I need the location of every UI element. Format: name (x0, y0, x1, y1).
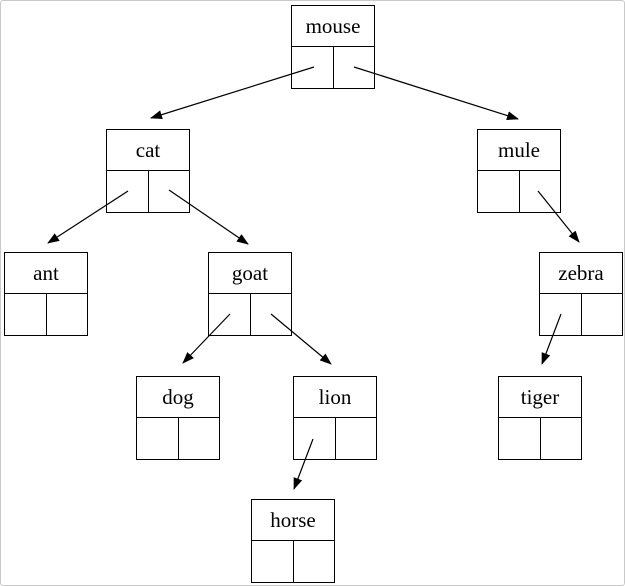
pointer-cell-right (47, 294, 88, 335)
tree-node-cat: cat (106, 129, 190, 213)
pointer-cell-right (520, 171, 561, 212)
pointer-cell-left (294, 418, 336, 459)
pointer-cell-left (209, 294, 251, 335)
node-label: mule (477, 129, 561, 171)
pointer-cell-left (5, 294, 47, 335)
pointer-cells (4, 294, 88, 336)
node-label: cat (106, 129, 190, 171)
pointer-cell-left (540, 294, 582, 335)
pointer-cell-right (294, 541, 335, 582)
pointer-cells (251, 541, 335, 583)
tree-node-lion: lion (293, 376, 377, 460)
pointer-cell-right (179, 418, 220, 459)
tree-node-zebra: zebra (539, 252, 623, 336)
pointer-cell-right (541, 418, 582, 459)
pointer-cell-left (137, 418, 179, 459)
node-label: dog (136, 376, 220, 418)
tree-node-tiger: tiger (498, 376, 582, 460)
pointer-cells (498, 418, 582, 460)
tree-node-horse: horse (251, 499, 335, 583)
pointer-cells (208, 294, 292, 336)
node-label: zebra (539, 252, 623, 294)
node-label: horse (251, 499, 335, 541)
tree-node-mule: mule (477, 129, 561, 213)
node-label: lion (293, 376, 377, 418)
node-label: tiger (498, 376, 582, 418)
pointer-cell-left (107, 171, 149, 212)
pointer-cell-right (149, 171, 190, 212)
pointer-cell-left (478, 171, 520, 212)
pointer-cells (477, 171, 561, 213)
node-label: goat (208, 252, 292, 294)
pointer-cell-left (252, 541, 294, 582)
tree-node-mouse: mouse (291, 5, 375, 89)
pointer-cell-right (334, 47, 375, 88)
pointer-cell-right (336, 418, 377, 459)
tree-node-ant: ant (4, 252, 88, 336)
pointer-cells (136, 418, 220, 460)
node-label: ant (4, 252, 88, 294)
pointer-cell-left (292, 47, 334, 88)
pointer-cell-left (499, 418, 541, 459)
pointer-cells (291, 47, 375, 89)
pointer-cells (106, 171, 190, 213)
edge-mouse-left-cat (150, 66, 315, 120)
pointer-cell-right (251, 294, 292, 335)
tree-node-dog: dog (136, 376, 220, 460)
tree-node-goat: goat (208, 252, 292, 336)
pointer-cells (293, 418, 377, 460)
node-label: mouse (291, 5, 375, 47)
pointer-cell-right (582, 294, 623, 335)
pointer-cells (539, 294, 623, 336)
edge-mouse-right-mule (353, 66, 519, 120)
